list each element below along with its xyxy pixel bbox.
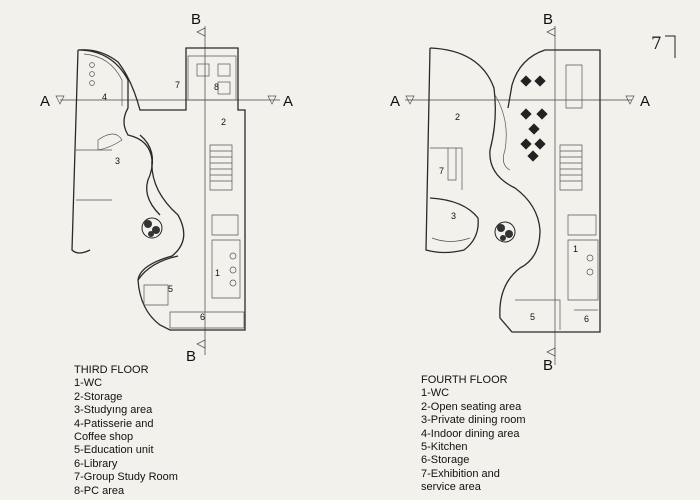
room-number: 2 [455, 112, 460, 122]
curved-inner-wall [83, 53, 123, 106]
section-arrow [546, 347, 556, 357]
fourth-floor-outer-wall [429, 47, 601, 333]
fourth-floor-legend: FOURTH FLOOR 1-WC 2-Open seating area 3-… [421, 374, 526, 495]
room-number: 1 [573, 244, 578, 254]
stair-treads [210, 150, 232, 182]
curved-desk [97, 133, 123, 151]
dining-curve-wall [494, 94, 511, 171]
section-arrow [55, 95, 65, 105]
group-study-room [187, 55, 237, 101]
legend-item: 8-PC area [74, 484, 125, 497]
education-unit-curve [137, 255, 179, 281]
private-dining-curve [431, 237, 471, 242]
legend-item: 7-Group Study Room [74, 471, 178, 484]
room-number: 3 [451, 211, 456, 221]
section-label-a-right: A [640, 93, 650, 110]
wc-fixture-box [567, 214, 597, 236]
section-label-a-left: A [390, 93, 400, 110]
legend-item: 6-Storage [421, 454, 470, 467]
exhibition-counter [447, 148, 457, 181]
pc-desk-2 [217, 63, 231, 77]
page-number: 7 [651, 34, 662, 54]
room-number: 4 [102, 92, 107, 102]
legend-item: 6-Library [74, 457, 118, 470]
wc-toilet-b [586, 268, 594, 276]
legend-item: 4-Indoor dining area [421, 427, 520, 440]
wc-toilet-c [229, 279, 237, 287]
pc-desk-1 [196, 63, 210, 77]
fourth-floor-staircase [559, 144, 583, 191]
legend-item: Coffee shop [74, 431, 134, 444]
section-label-b-top: B [191, 11, 201, 28]
legend-item: 7-Exhibition and [421, 467, 500, 480]
legend-item: 2-Storage [74, 390, 123, 403]
section-arrow [405, 95, 415, 105]
section-label-b-bottom: B [186, 348, 196, 365]
legend-item: 3-Private dining room [421, 414, 526, 427]
legend-item: 5-Kitchen [421, 441, 468, 454]
section-label-a-left: A [40, 93, 50, 110]
room-number: 6 [200, 312, 205, 322]
wc-toilet-a [586, 254, 594, 262]
stool-icon [89, 71, 95, 77]
room-number: 1 [215, 268, 220, 278]
stool-icon [89, 62, 95, 68]
wc-toilet-b [229, 266, 237, 274]
section-arrow [625, 95, 635, 105]
stair-treads [560, 150, 582, 182]
wc-toilet-a [229, 252, 237, 260]
third-floor-outer-wall [77, 47, 246, 331]
exhibition-partition [430, 147, 463, 190]
room-number: 2 [221, 117, 226, 127]
section-arrow [546, 27, 556, 37]
legend-item: 1-WC [421, 387, 450, 400]
section-label-a-right: A [283, 93, 293, 110]
west-wall [71, 49, 91, 254]
room-number: 5 [530, 312, 535, 322]
legend-item: 4-Patisserie and [74, 417, 154, 430]
legend-item: 2-Open seating area [421, 400, 522, 413]
education-desk [143, 284, 169, 306]
legend-item: 5-Education unit [74, 444, 154, 457]
room-number: 7 [175, 80, 180, 90]
west-wall [425, 47, 479, 254]
kitchen-wall [515, 299, 561, 330]
third-floor-staircase [209, 144, 233, 191]
library-shelf [169, 311, 245, 329]
section-label-b-bottom: B [543, 357, 553, 374]
room-number: 7 [439, 166, 444, 176]
room-number: 3 [115, 156, 120, 166]
desk-partitions [76, 149, 112, 201]
pc-desk-3 [217, 81, 231, 95]
third-floor-plan: 1 2 3 4 5 6 7 8 B B A A [40, 11, 293, 365]
section-arrow [267, 95, 277, 105]
section-arrow [196, 27, 206, 37]
legend-title: FOURTH FLOOR [421, 374, 508, 386]
stool-icon [89, 80, 95, 86]
room-number: 5 [168, 284, 173, 294]
section-arrow [196, 339, 206, 349]
fourth-floor-plan: 1 2 3 5 6 7 B B A A [390, 11, 650, 374]
wc-room [567, 239, 599, 301]
section-label-b-top: B [543, 11, 553, 28]
bar-counter [565, 64, 583, 109]
third-floor-legend: THIRD FLOOR 1-WC 2-Storage 3-Studyıng ar… [74, 364, 178, 498]
dining-tables [520, 75, 548, 162]
legend-title: THIRD FLOOR [74, 364, 149, 376]
legend-item: 3-Studyıng area [74, 404, 153, 417]
room-number: 8 [214, 82, 219, 92]
legend-item: 1-WC [74, 377, 103, 390]
studying-curve-wall [139, 134, 161, 216]
tree-icon [141, 217, 163, 239]
wc-room [211, 239, 241, 299]
page-bracket [665, 35, 676, 58]
tree-icon [494, 221, 516, 243]
legend-item: service area [421, 481, 481, 494]
wc-fixture-box [211, 214, 239, 236]
room-number: 6 [584, 314, 589, 324]
